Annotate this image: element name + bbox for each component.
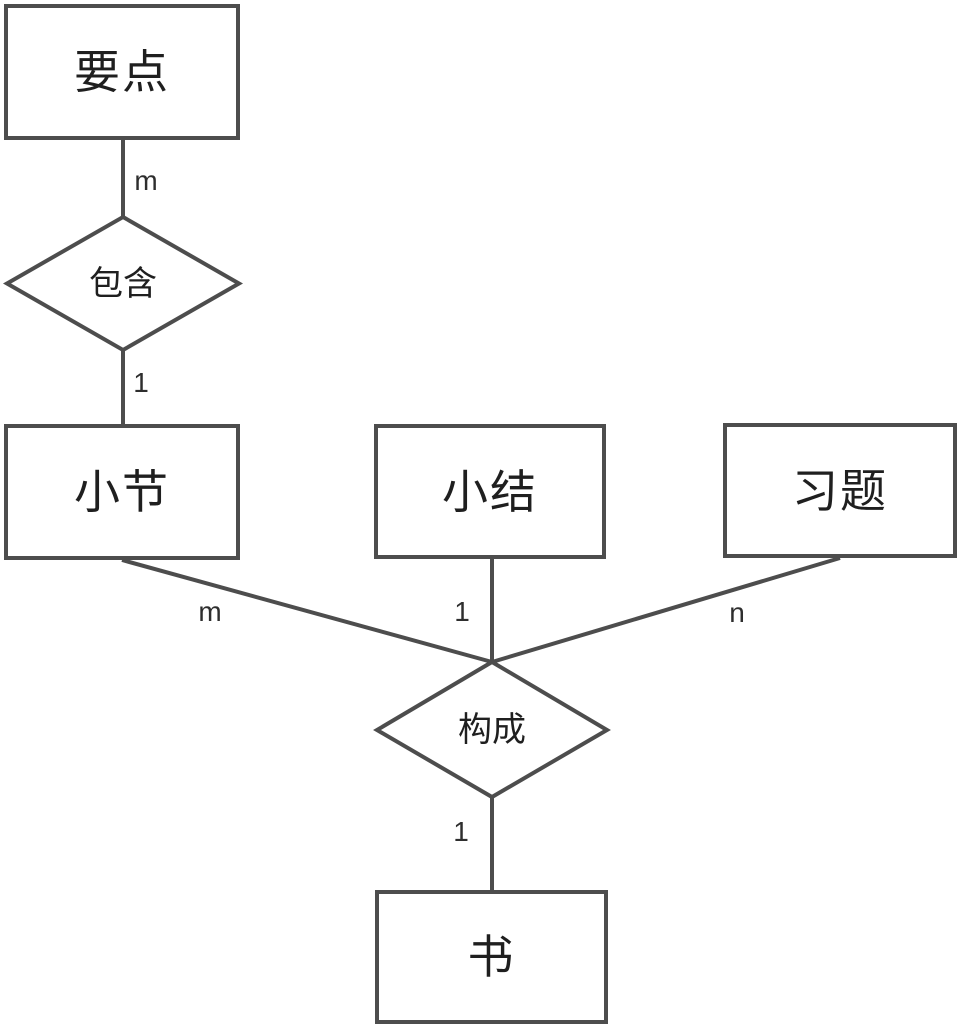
- cardinality-exercises-constitute: n: [729, 597, 745, 628]
- relationship-contains-diamond[interactable]: [2, 214, 244, 353]
- entity-summary[interactable]: 小结: [374, 424, 606, 559]
- cardinality-summary-constitute: 1: [454, 596, 470, 627]
- entity-exercises-label: 习题: [792, 464, 888, 517]
- entity-exercises[interactable]: 习题: [723, 423, 957, 558]
- relationship-constitute-label: 构成: [458, 711, 526, 749]
- cardinality-contains-section: 1: [133, 367, 149, 398]
- entity-section[interactable]: 小节: [4, 424, 240, 560]
- entity-key-points[interactable]: 要点: [4, 4, 240, 140]
- entity-book[interactable]: 书: [375, 890, 608, 1024]
- cardinality-keypoints-contains: m: [134, 165, 158, 196]
- relationship-constitute-diamond[interactable]: [373, 659, 611, 800]
- entity-key-points-label: 要点: [74, 46, 170, 98]
- edge-exercises-constitute[interactable]: [491, 556, 841, 664]
- entity-book-label: 书: [467, 931, 516, 983]
- entity-summary-label: 小结: [442, 465, 538, 518]
- relationship-contains-label: 包含: [89, 265, 157, 303]
- cardinality-section-constitute: m: [198, 596, 222, 627]
- cardinality-constitute-book: 1: [453, 816, 469, 847]
- entity-section-label: 小节: [74, 466, 170, 518]
- edge-section-constitute[interactable]: [121, 558, 493, 664]
